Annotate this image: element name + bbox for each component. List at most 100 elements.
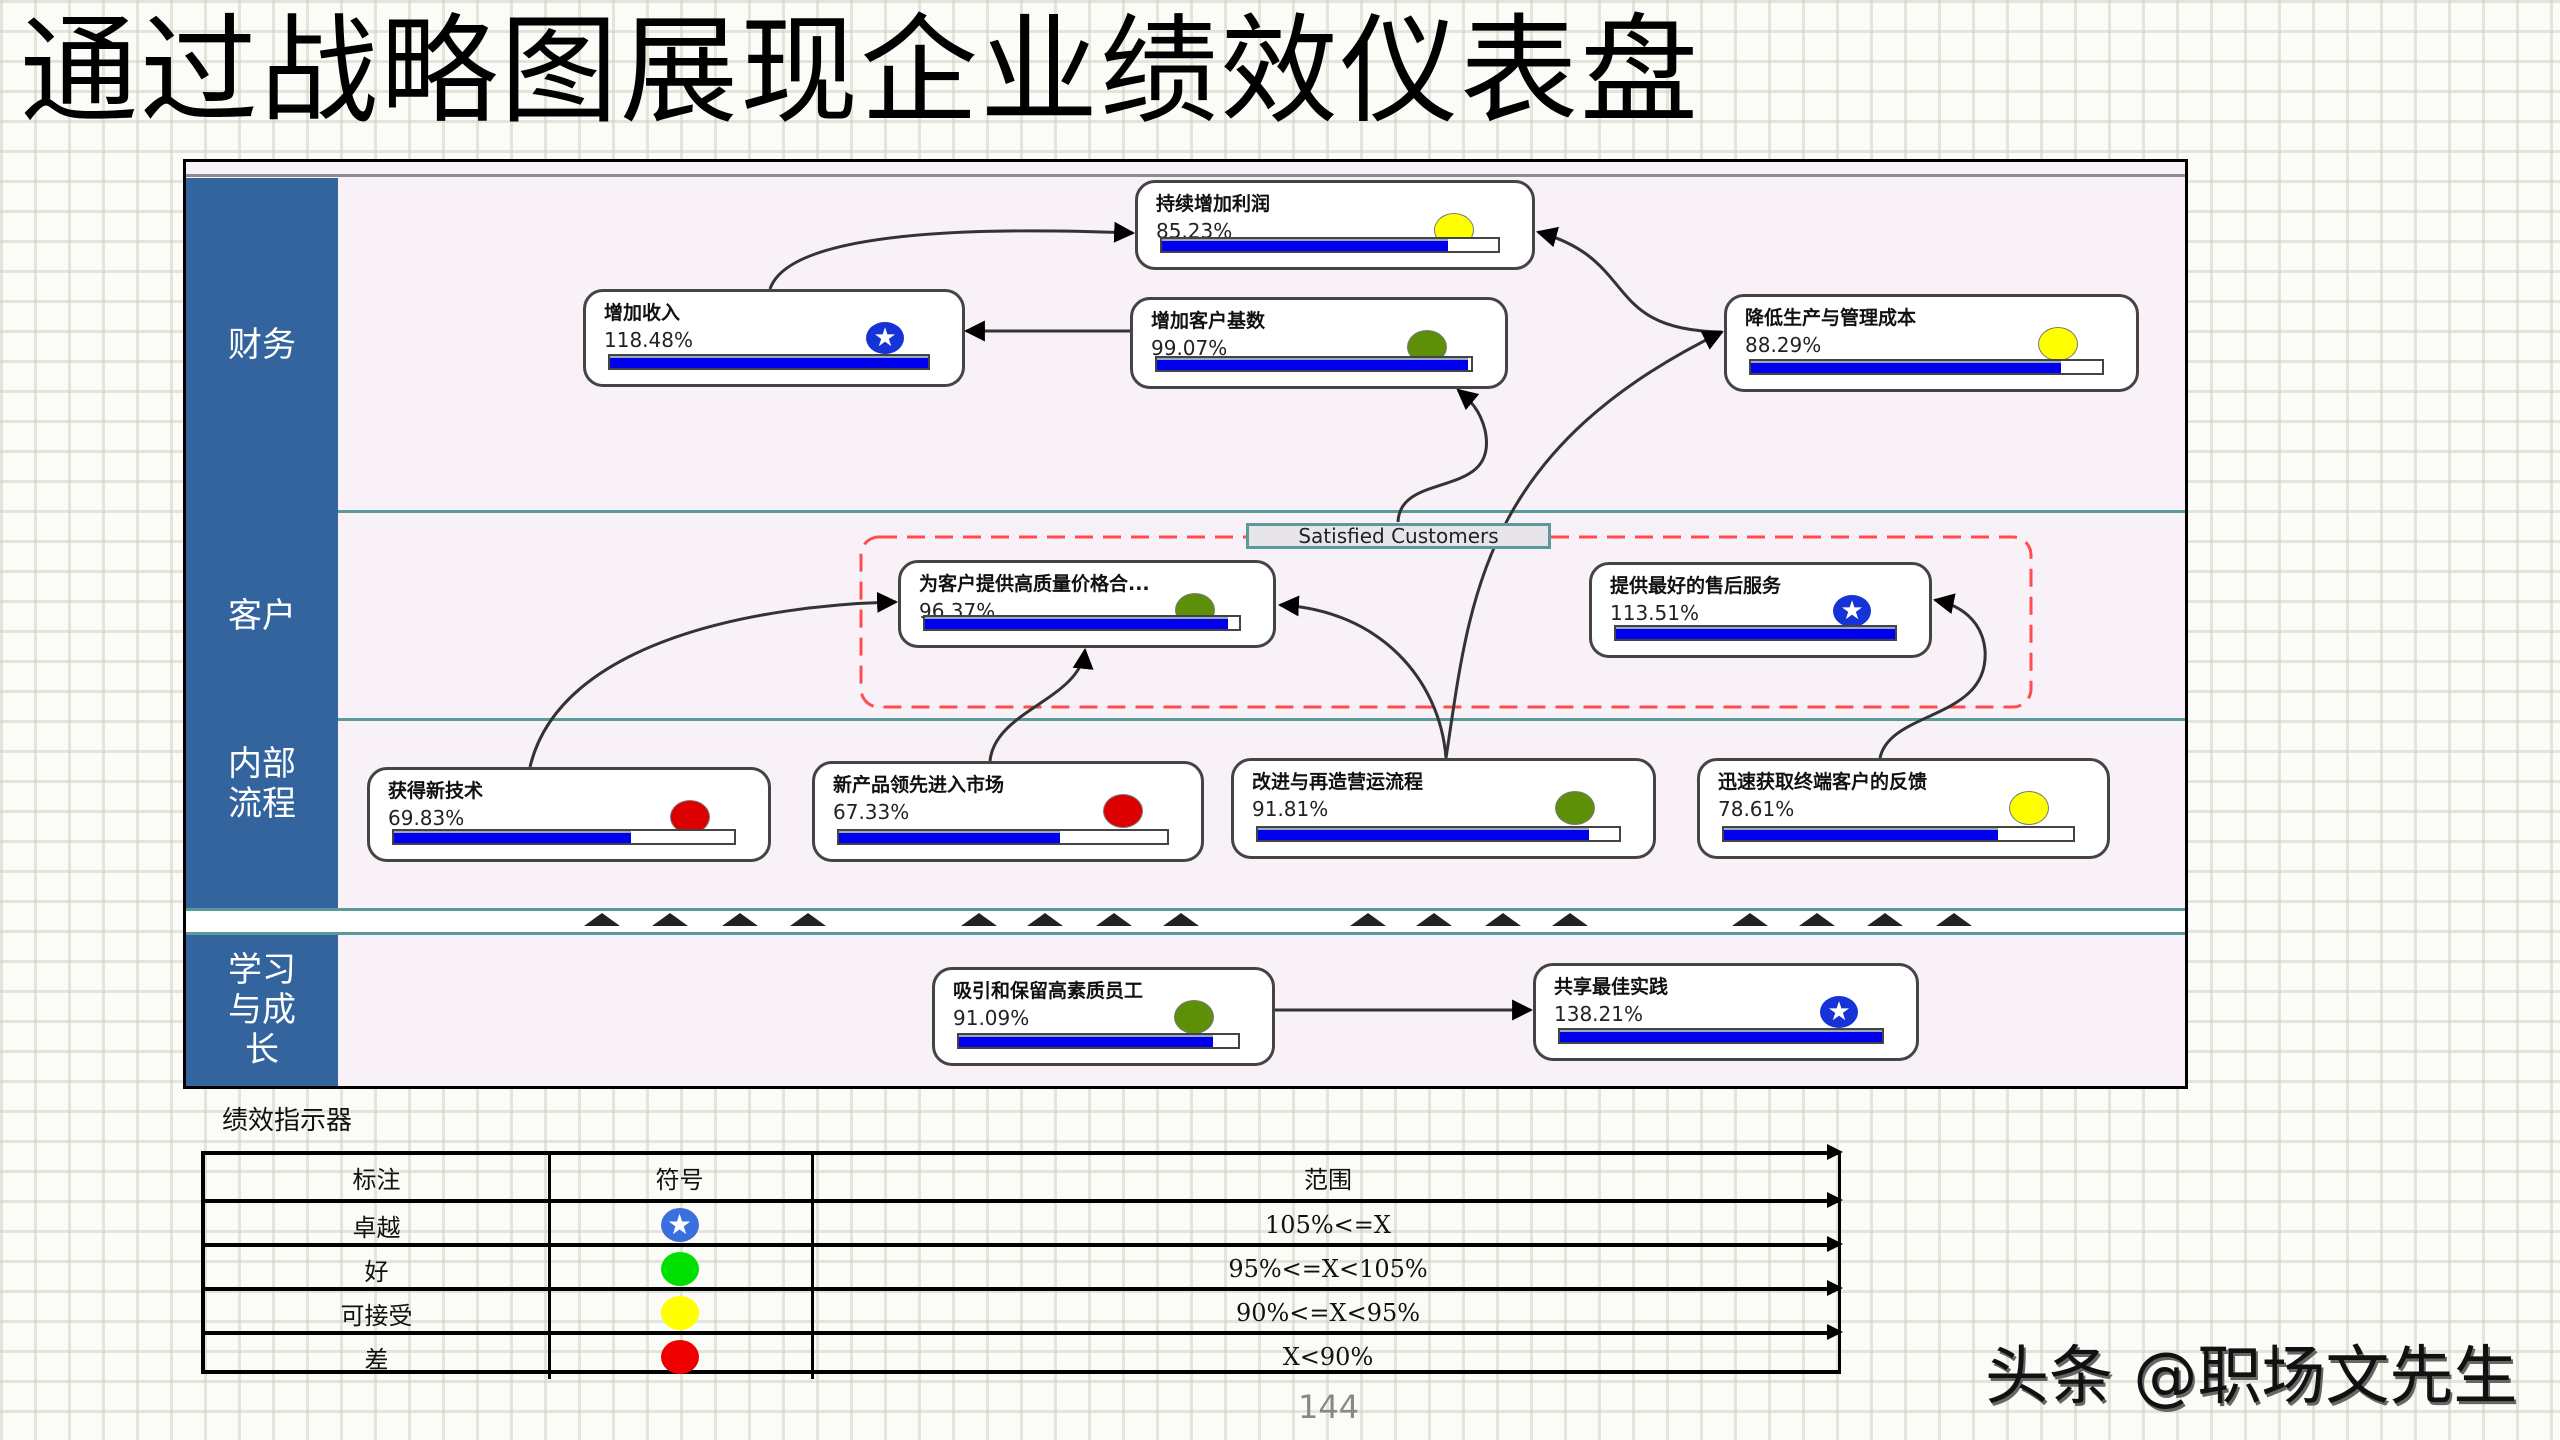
progress-bar [608, 354, 930, 370]
legend-row: 卓越 ★ 105%<=X [205, 1192, 1843, 1247]
status-dot-icon [2009, 791, 2049, 825]
legend-title: 绩效指示器 [222, 1106, 353, 1136]
objective-name: 共享最佳实践 [1554, 976, 1669, 998]
objective-name: 增加收入 [604, 302, 681, 324]
watermark: 头条 @职场文先生 [1985, 1340, 2518, 1414]
progress-fill [1258, 828, 1590, 840]
top-divider [186, 174, 2185, 177]
progress-fill [839, 831, 1060, 843]
objective-node-cost[interactable]: 降低生产与管理成本 88.29% [1724, 294, 2139, 392]
status-dot-icon [2038, 327, 2078, 361]
objective-percent: 69.83% [388, 806, 465, 830]
legend-symbol-cell [548, 1291, 814, 1335]
objective-node-talent[interactable]: 吸引和保留高素质员工 91.09% [932, 967, 1275, 1066]
objective-node-feedback[interactable]: 迅速获取终端客户的反馈 78.61% [1697, 758, 2110, 859]
progress-fill [1724, 828, 1999, 840]
lane-divider [186, 908, 2185, 911]
star-status-icon: ★ [660, 1208, 699, 1242]
objective-node-revenue[interactable]: 增加收入 118.48% ★ [583, 289, 965, 387]
legend-range: 90%<=X<95% [1235, 1299, 1421, 1327]
legend-symbol-cell [548, 1247, 814, 1291]
progress-bar [1614, 625, 1897, 641]
lane-divider [186, 932, 2185, 935]
progress-fill [1157, 358, 1469, 370]
objective-name: 提供最好的售后服务 [1610, 575, 1782, 597]
objective-name: 持续增加利润 [1156, 193, 1271, 215]
progress-fill [394, 831, 632, 843]
objective-node-quality-price[interactable]: 为客户提供高质量价格合...96.37% [898, 560, 1276, 648]
objective-percent: 91.09% [953, 1006, 1030, 1030]
status-dot-icon [660, 1296, 699, 1330]
legend-range: 105%<=X [1265, 1211, 1391, 1239]
perspective-learning: 学习与成长 [186, 934, 338, 1086]
legend-range: 95%<=X<105% [1228, 1255, 1428, 1283]
legend-header-cell: 范围 [1304, 1165, 1352, 1194]
status-dot-icon [1103, 794, 1143, 828]
objective-name: 迅速获取终端客户的反馈 [1718, 771, 1928, 793]
objective-name: 改进与再造营运流程 [1252, 771, 1424, 793]
objective-percent: 67.33% [833, 800, 910, 824]
status-dot-icon [1174, 1000, 1214, 1034]
progress-bar [957, 1033, 1240, 1049]
progress-bar [1256, 826, 1621, 842]
objective-name: 新产品领先进入市场 [833, 774, 1005, 796]
objective-percent: 118.48% [604, 328, 693, 352]
progress-bar [837, 829, 1169, 845]
objective-name: 获得新技术 [388, 780, 484, 802]
objective-name: 吸引和保留高素质员工 [953, 980, 1144, 1002]
progress-bar [1558, 1028, 1884, 1044]
objective-name: 为客户提供高质量价格合... [919, 573, 1150, 595]
legend-label: 卓越 [205, 1203, 551, 1247]
group-label: Satisfied Customers [1246, 523, 1551, 549]
objective-name: 降低生产与管理成本 [1745, 307, 1917, 329]
progress-bar [1749, 359, 2104, 375]
star-status-icon: ★ [1833, 595, 1871, 627]
legend-symbol-cell: ★ [548, 1203, 814, 1247]
star-status-icon: ★ [1820, 996, 1858, 1028]
legend-label: 好 [205, 1247, 551, 1291]
perspective-customer: 客户 [186, 512, 338, 720]
objective-node-new-product[interactable]: 新产品领先进入市场 67.33% [812, 761, 1204, 862]
progress-fill [959, 1035, 1214, 1047]
legend-label: 差 [205, 1335, 551, 1379]
legend-symbol-cell [548, 1335, 814, 1379]
objective-percent: 78.61% [1718, 797, 1795, 821]
objective-percent: 113.51% [1610, 601, 1699, 625]
perspective-internal-process: 内部流程 [186, 720, 338, 910]
legend-range: X<90% [1282, 1343, 1374, 1371]
page-title: 通过战略图展现企业绩效仪表盘 [20, 2, 1701, 140]
objective-node-new-tech[interactable]: 获得新技术 69.83% [367, 767, 771, 862]
objective-percent: 138.21% [1554, 1002, 1643, 1026]
legend-header-cell: 标注 [205, 1155, 551, 1199]
progress-bar [1155, 356, 1473, 372]
progress-fill [1616, 627, 1895, 639]
lane-gap [186, 910, 2185, 934]
objective-percent: 88.29% [1745, 333, 1822, 357]
progress-fill [1751, 361, 2061, 373]
lane-divider [338, 718, 2185, 721]
status-dot-icon [660, 1252, 699, 1286]
objective-node-after-sales[interactable]: 提供最好的售后服务 113.51% ★ [1589, 562, 1932, 658]
legend-right-border [1838, 1155, 1841, 1370]
progress-bar [1160, 237, 1500, 253]
progress-bar [923, 615, 1241, 631]
star-status-icon: ★ [866, 322, 904, 354]
progress-fill [925, 617, 1228, 629]
progress-bar [392, 829, 736, 845]
status-dot-icon [660, 1340, 699, 1374]
progress-bar [1722, 826, 2075, 842]
perspective-finance: 财务 [186, 178, 338, 512]
progress-fill [1560, 1030, 1882, 1042]
objective-node-best-practice[interactable]: 共享最佳实践 138.21% ★ [1533, 963, 1919, 1061]
lane-divider [338, 510, 2185, 513]
page-number: 144 [1298, 1388, 1360, 1426]
objective-percent: 91.81% [1252, 797, 1329, 821]
legend-row: 差 X<90% [205, 1324, 1843, 1379]
objective-node-process[interactable]: 改进与再造营运流程 91.81% [1231, 758, 1656, 859]
legend-header-cell: 符号 [548, 1155, 814, 1199]
legend-header-row: 标注符号 范围 [205, 1144, 1843, 1199]
